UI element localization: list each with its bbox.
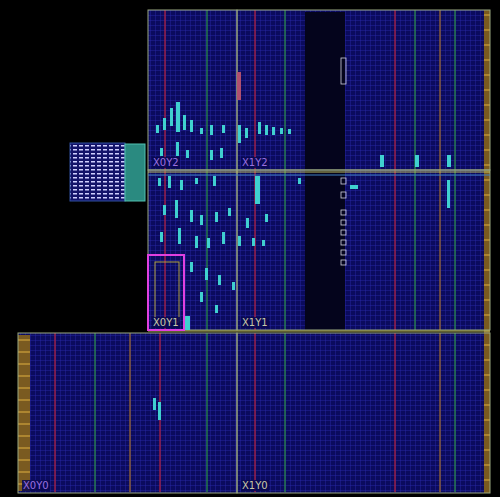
region-label: X1Y0	[241, 480, 269, 491]
clock-region: X0Y1	[148, 170, 237, 330]
region-label: X1Y2	[241, 157, 269, 168]
region-label: X0Y2	[152, 157, 180, 168]
clock-region: X1Y1	[237, 170, 490, 330]
clock-region: X1Y0	[237, 333, 490, 493]
clock-region: X0Y2	[148, 10, 237, 170]
clock-region: X1Y2	[237, 10, 490, 170]
region-label: X0Y1	[152, 317, 180, 328]
region-label: X1Y1	[241, 317, 269, 328]
clock-region: X0Y0	[18, 333, 237, 493]
region-label: X0Y0	[22, 480, 50, 491]
